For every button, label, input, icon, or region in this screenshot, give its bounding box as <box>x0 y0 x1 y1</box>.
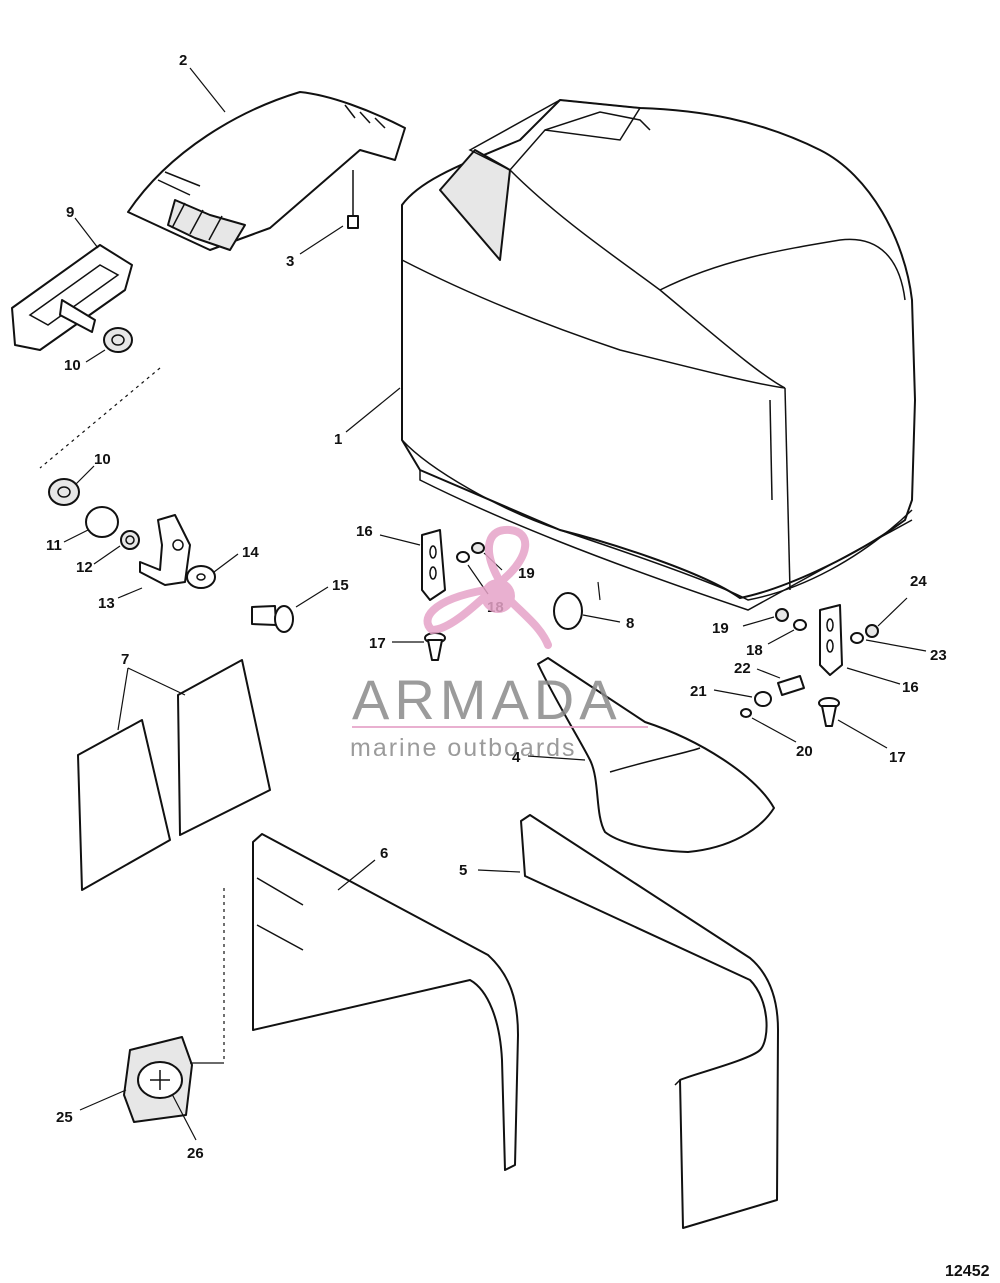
callout-6: 6 <box>380 845 388 862</box>
latch-hook-part <box>139 514 191 586</box>
callout-12: 12 <box>76 559 93 576</box>
bolt-part-15 <box>251 605 294 633</box>
callout-15: 15 <box>332 577 349 594</box>
callout-14: 14 <box>242 544 259 561</box>
callout-7: 7 <box>121 651 129 668</box>
callout-3: 3 <box>286 253 294 270</box>
callout-20: 20 <box>796 743 813 760</box>
spacer-part-11 <box>85 506 119 538</box>
nut-part-24 <box>865 624 879 638</box>
callout-18-right: 18 <box>746 642 763 659</box>
armada-watermark: ARMADA marine outboards <box>350 525 648 762</box>
washer-part-23 <box>850 632 864 644</box>
watermark-brand: ARMADA <box>352 668 622 731</box>
nut-part-19-left <box>471 542 485 554</box>
callout-24: 24 <box>910 573 927 590</box>
callout-16-left: 16 <box>356 523 373 540</box>
nut-part-19-right <box>775 608 789 622</box>
callout-19-right: 19 <box>712 620 729 637</box>
callout-8: 8 <box>626 615 634 632</box>
washer-part-18-left <box>456 551 470 563</box>
stud-part-22 <box>777 675 805 696</box>
nut-part-12 <box>120 530 140 550</box>
propeller-hub-icon <box>481 579 515 613</box>
foam-pad-part-7b <box>177 659 271 836</box>
handle-part <box>11 244 133 351</box>
callout-19-left: 19 <box>518 565 535 582</box>
rivet-part-left <box>424 632 446 661</box>
callout-23: 23 <box>930 647 947 664</box>
grommet-part-upper <box>103 327 133 353</box>
callout-16-right: 16 <box>902 679 919 696</box>
rivet-part-right <box>818 697 840 727</box>
washer-part-14 <box>186 565 216 589</box>
bracket-part-right <box>819 604 843 676</box>
bracket-part-left <box>421 529 446 601</box>
callout-25: 25 <box>56 1109 73 1126</box>
callout-labels: 1 2 3 4 5 6 7 8 9 10 10 11 12 13 14 15 1… <box>46 52 990 1280</box>
callout-13: 13 <box>98 595 115 612</box>
callout-10-upper: 10 <box>64 357 81 374</box>
liner-part-6 <box>252 833 519 1171</box>
decal-part-25 <box>123 1036 193 1123</box>
seal-part-4 <box>537 657 775 853</box>
dashed-assembly-line-handle <box>39 367 161 469</box>
callout-17-right: 17 <box>889 749 906 766</box>
callout-5: 5 <box>459 862 467 879</box>
plug-part-8 <box>553 592 583 630</box>
callout-1: 1 <box>334 431 342 448</box>
callout-26: 26 <box>187 1145 204 1162</box>
grommet-part-lower <box>48 478 80 506</box>
foam-pad-part-7a <box>77 719 171 891</box>
intake-cover-part <box>127 91 406 251</box>
callout-2: 2 <box>179 52 187 69</box>
callout-9: 9 <box>66 204 74 221</box>
watermark-tagline: marine outboards <box>350 734 577 762</box>
washer-part-18-right <box>793 619 807 631</box>
washer-part-20 <box>740 708 752 718</box>
liner-part-5 <box>520 814 779 1229</box>
screw-part-3 <box>347 170 359 229</box>
spacer-part-21 <box>754 691 772 707</box>
callout-21: 21 <box>690 683 707 700</box>
figure-number: 12452 <box>945 1263 990 1280</box>
callout-17-left: 17 <box>369 635 386 652</box>
callout-10-lower: 10 <box>94 451 111 468</box>
callout-22: 22 <box>734 660 751 677</box>
top-cowl-part <box>401 99 916 611</box>
callout-11: 11 <box>46 537 62 554</box>
callout-4: 4 <box>512 749 521 766</box>
